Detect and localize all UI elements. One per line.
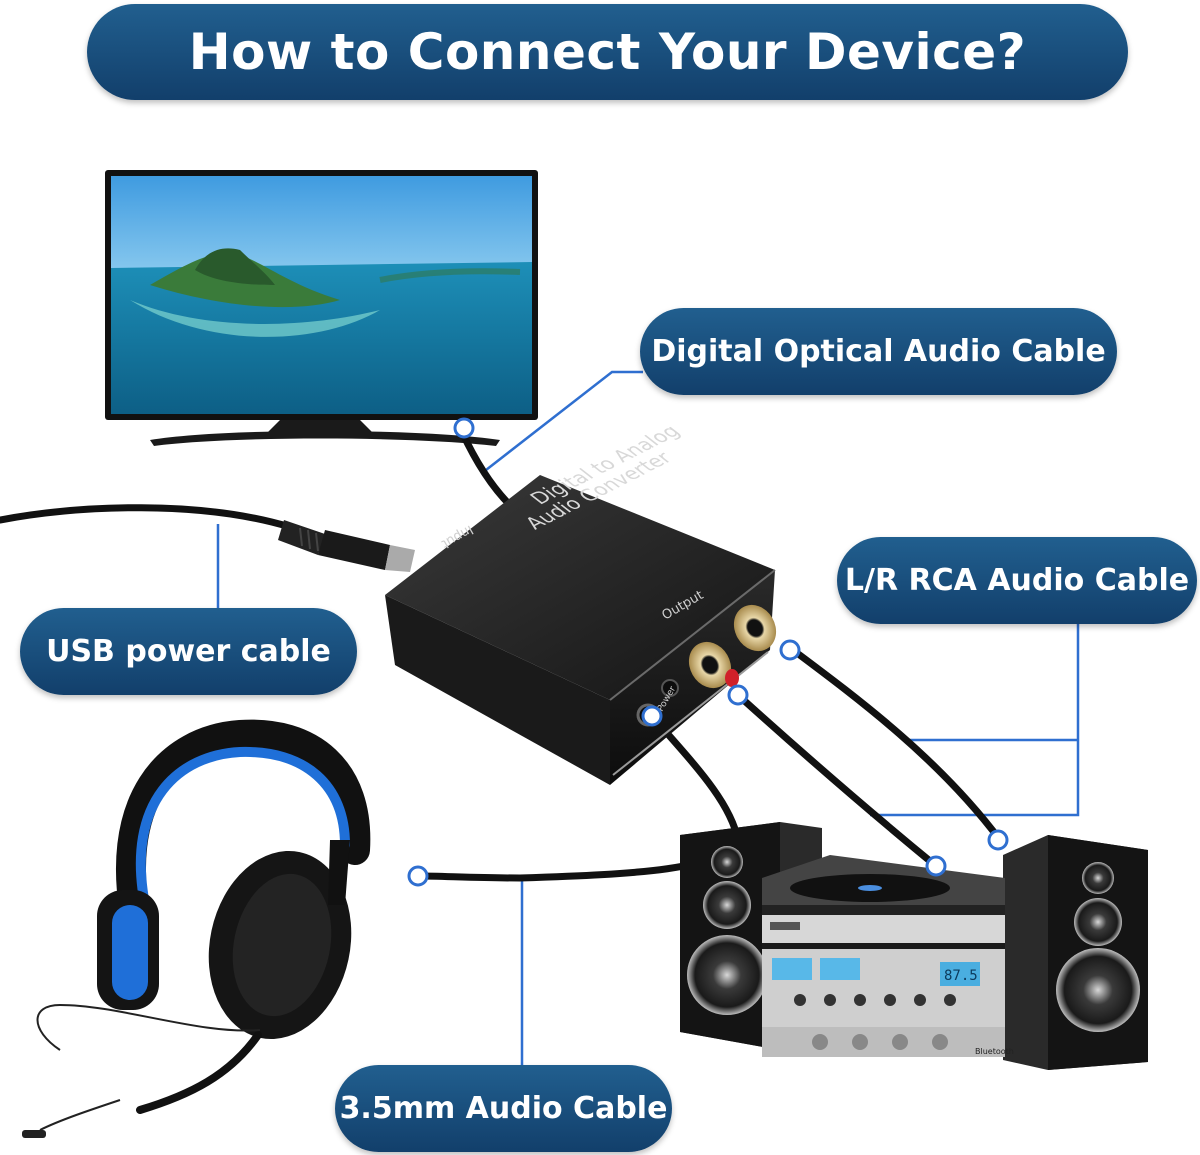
- rca-port-icon: [688, 604, 777, 689]
- usb-plug-icon: [278, 520, 415, 572]
- converter-box: Digital to Analog Audio Converter Input …: [385, 421, 777, 785]
- stereo-display: 87.5: [944, 968, 978, 984]
- bluetooth-label: Bluetooth: [975, 1047, 1014, 1056]
- stereo-system-icon: 87.5 Bluetooth: [680, 822, 1148, 1070]
- tv-icon: [105, 170, 538, 446]
- leader-lines: [216, 370, 1080, 1065]
- page-title: How to Connect Your Device?: [87, 4, 1128, 100]
- rca-cable-label: L/R RCA Audio Cable: [837, 537, 1197, 624]
- connection-dots: [407, 417, 1009, 887]
- aux-cable-label: 3.5mm Audio Cable: [335, 1065, 672, 1152]
- digital-optical-cable-label: Digital Optical Audio Cable: [640, 308, 1117, 395]
- headphones-icon: [22, 719, 371, 1138]
- usb-power-cable-label: USB power cable: [20, 608, 357, 695]
